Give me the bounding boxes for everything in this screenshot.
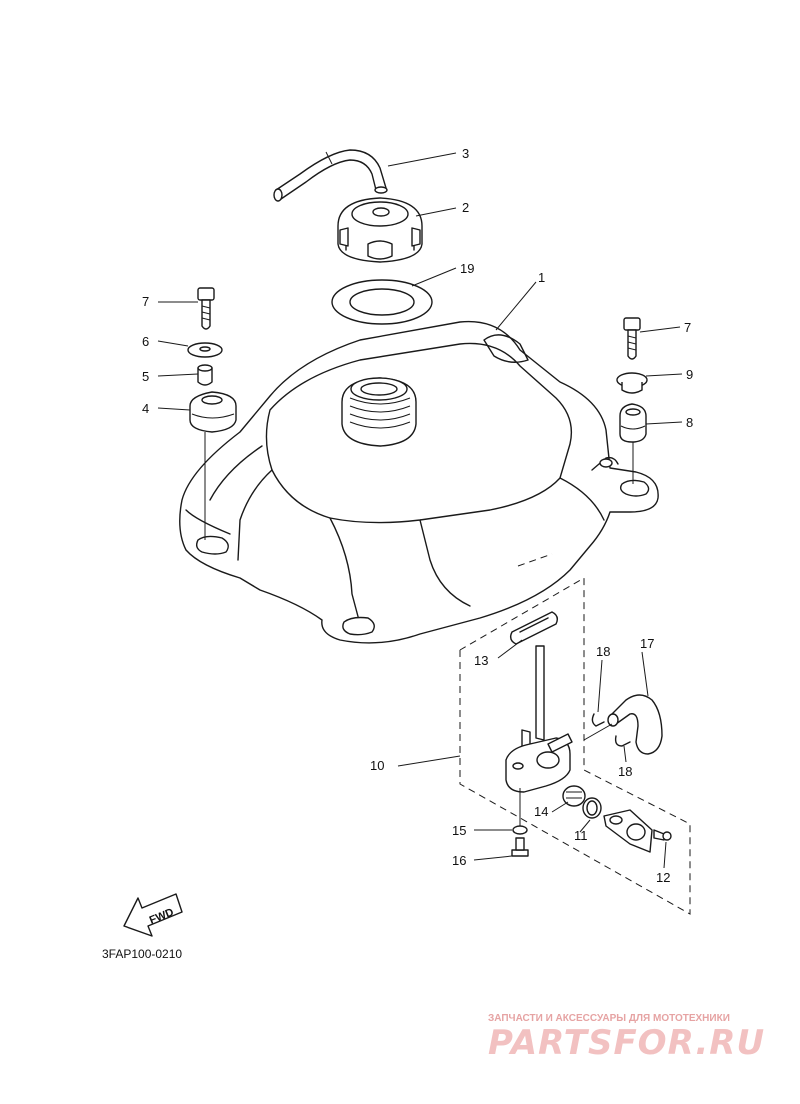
part-15-washer (512, 825, 528, 835)
callout-4: 4 (142, 401, 149, 416)
callout-1: 1 (538, 270, 545, 285)
part-5-collar-left (197, 364, 213, 386)
callout-17: 17 (640, 636, 654, 651)
part-9-collar-right (616, 372, 648, 394)
part-17-fuel-hose (607, 694, 663, 755)
part-18-clip-lower (614, 735, 631, 747)
callout-19: 19 (460, 261, 474, 276)
part-10-assembly-boundary (459, 577, 691, 915)
part-16-drain-screw (511, 837, 529, 857)
part-18-clip-upper (591, 713, 605, 727)
leader-lines (157, 152, 683, 869)
callout-11: 11 (574, 828, 588, 843)
callout-18-lower: 18 (618, 764, 632, 779)
callout-6: 6 (142, 334, 149, 349)
callout-7-left: 7 (142, 294, 149, 309)
part-19-cap-gasket (331, 279, 433, 325)
part-2-fuel-cap (337, 197, 423, 263)
callout-10: 10 (370, 758, 384, 773)
part-3-breather-hose (273, 149, 388, 202)
callout-16: 16 (452, 853, 466, 868)
callout-15: 15 (452, 823, 466, 838)
callout-2: 2 (462, 200, 469, 215)
callout-5: 5 (142, 369, 149, 384)
callout-13: 13 (474, 653, 488, 668)
part-14-seal (562, 785, 586, 807)
callout-18-upper: 18 (596, 644, 610, 659)
fwd-arrow-icon: FWD (123, 893, 183, 937)
part-7-bolt-right (623, 317, 641, 360)
diagram-code: 3FAP100-0210 (102, 947, 182, 961)
part-13-cock-gasket (509, 611, 559, 645)
part-1-fuel-tank (179, 320, 659, 644)
part-7-bolt-left (197, 287, 215, 330)
part-10-fuel-cock (505, 645, 573, 826)
part-4-grommet-left (189, 391, 237, 433)
callout-9: 9 (686, 367, 693, 382)
callout-7-right: 7 (684, 320, 691, 335)
callout-8: 8 (686, 415, 693, 430)
part-12-lever (603, 809, 672, 853)
part-6-washer-left (187, 342, 223, 358)
part-11-o-ring (582, 797, 602, 819)
watermark-subtitle: ЗАПЧАСТИ И АКСЕССУАРЫ ДЛЯ МОТОТЕХНИКИ (488, 1013, 730, 1024)
callout-3: 3 (462, 146, 469, 161)
watermark-brand: PARTSFOR.RU (488, 1023, 765, 1063)
watermark-logo: ЗАПЧАСТИ И АКСЕССУАРЫ ДЛЯ МОТОТЕХНИКИ PA… (488, 1013, 765, 1063)
callout-14: 14 (534, 804, 548, 819)
callout-12: 12 (656, 870, 670, 885)
part-8-grommet-right (619, 403, 647, 443)
